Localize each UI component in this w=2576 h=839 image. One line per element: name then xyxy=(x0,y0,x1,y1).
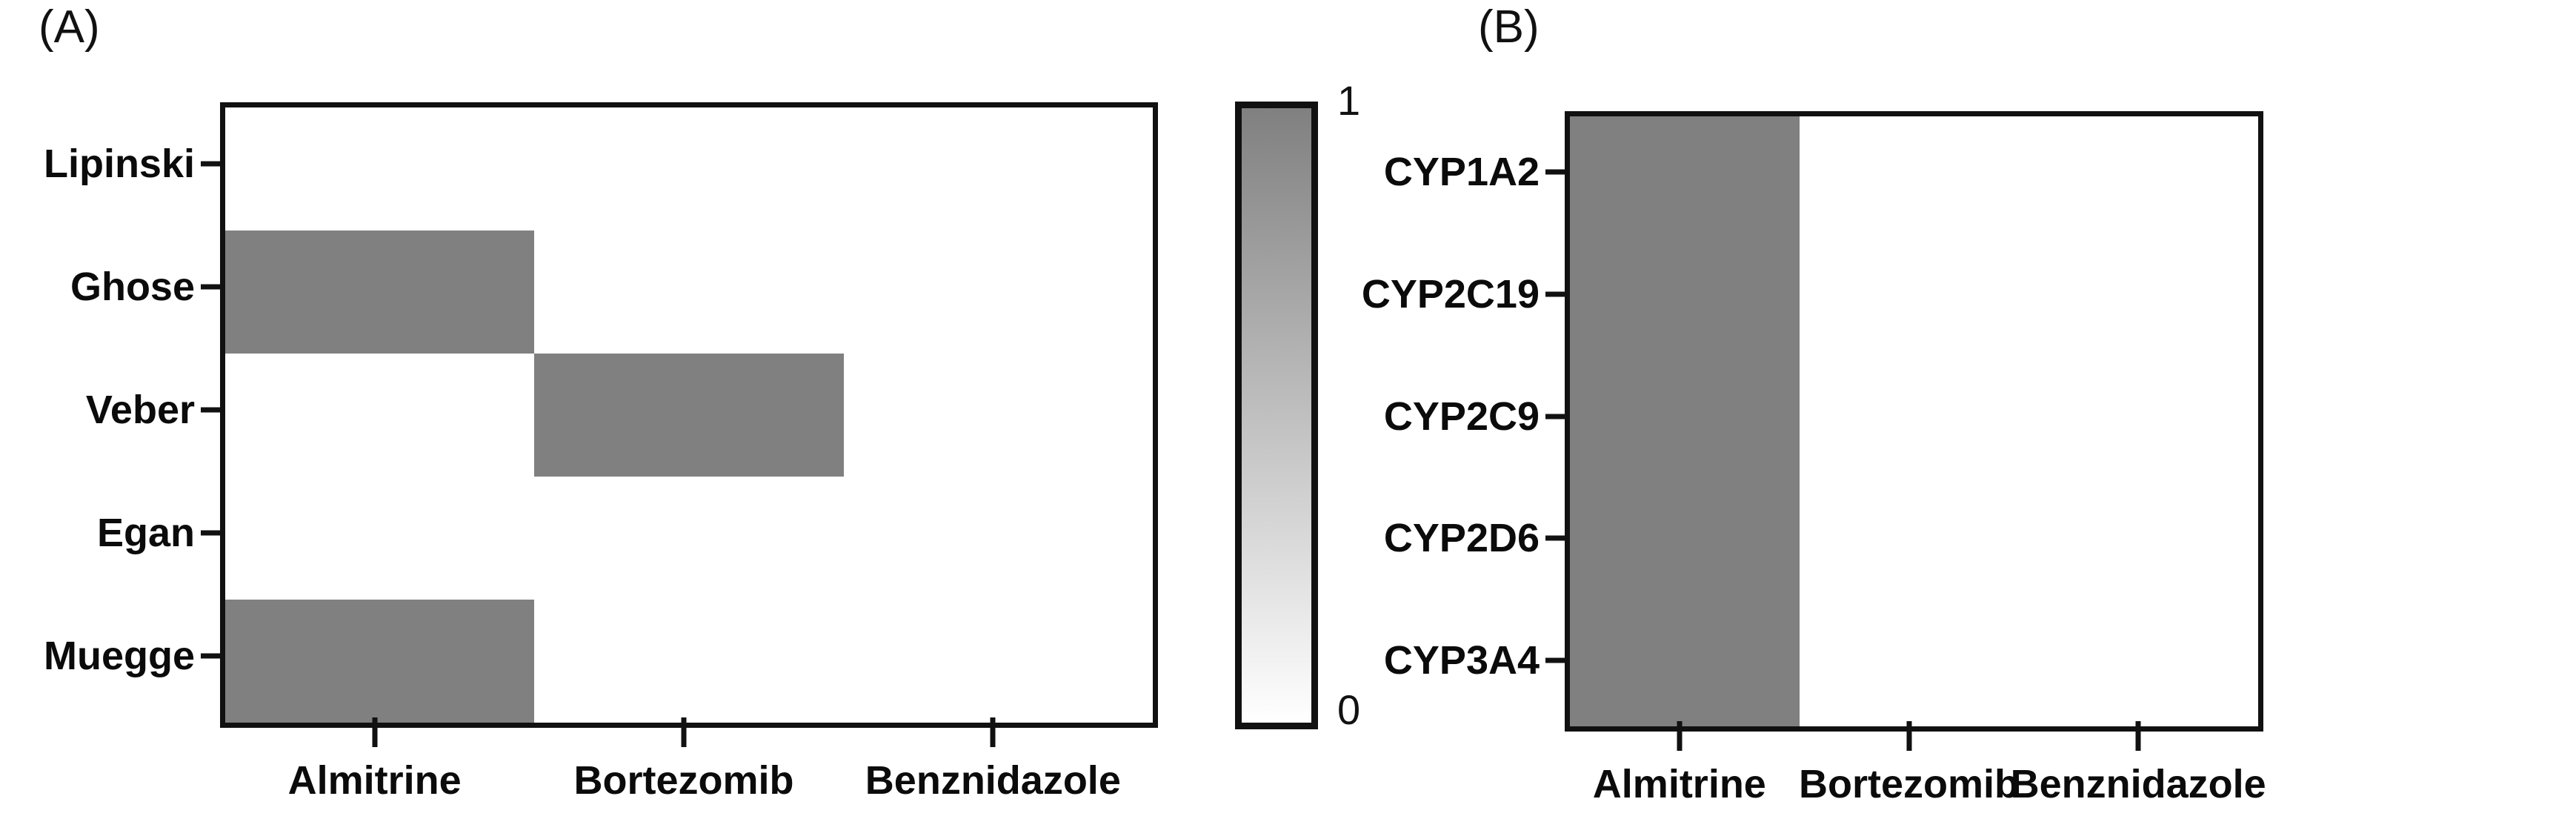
heatmap-cell xyxy=(2028,360,2258,483)
heatmap-cell xyxy=(1799,360,2029,483)
y-tick-label: CYP1A2 xyxy=(1383,150,1540,195)
y-tick-mark xyxy=(201,653,220,659)
heatmap-cell xyxy=(534,600,845,723)
x-tick-label: Almitrine xyxy=(1592,762,1766,806)
x-tick-label: Bortezomib xyxy=(573,758,794,803)
heatmap-cell xyxy=(534,354,845,477)
panel-label-b: (B) xyxy=(1478,1,1540,53)
y-tick-mark xyxy=(1545,291,1565,297)
heatmap-cell xyxy=(225,231,535,354)
y-tick-label: Muegge xyxy=(43,634,195,678)
heatmap-cell xyxy=(843,107,1153,231)
heatmap-cell xyxy=(534,107,845,231)
y-tick-mark xyxy=(201,530,220,536)
heatmap-cell xyxy=(1570,116,1800,239)
heatmap-cell xyxy=(1570,360,1800,483)
heatmap-cell xyxy=(843,600,1153,723)
heatmap-cell xyxy=(1799,482,2029,605)
y-tick-label: Veber xyxy=(85,388,195,432)
heatmap-cell xyxy=(225,600,535,723)
x-tick-label: Bortezomib xyxy=(1799,762,2019,806)
colorbar-max-label: 1 xyxy=(1337,77,1361,124)
y-tick-mark xyxy=(201,284,220,290)
y-tick-mark xyxy=(1545,169,1565,175)
heatmap-cell xyxy=(2028,604,2258,726)
y-tick-mark xyxy=(1545,414,1565,419)
x-tick-mark xyxy=(372,717,378,747)
heatmap-cell xyxy=(843,477,1153,600)
x-tick-mark xyxy=(1906,721,1911,751)
y-tick-label: CYP2D6 xyxy=(1383,516,1540,561)
heatmap-cell xyxy=(1799,116,2029,239)
heatmap-panel-a-cells xyxy=(225,107,1153,723)
heatmap-cell xyxy=(534,231,845,354)
x-tick-label: Benznidazole xyxy=(2010,762,2266,806)
panel-label-a: (A) xyxy=(39,1,100,53)
heatmap-cell xyxy=(1799,238,2029,361)
heatmap-cell xyxy=(2028,238,2258,361)
x-tick-mark xyxy=(2135,721,2141,751)
x-tick-mark xyxy=(990,717,996,747)
y-tick-label: Lipinski xyxy=(43,142,195,186)
x-tick-label: Almitrine xyxy=(287,758,462,803)
heatmap-panel-b-plot-area xyxy=(1565,111,2263,732)
y-tick-mark xyxy=(1545,657,1565,663)
y-tick-label: CYP2C19 xyxy=(1361,271,1540,316)
heatmap-cell xyxy=(843,354,1153,477)
heatmap-panel-b-cells xyxy=(1570,116,2258,726)
y-tick-label: CYP3A4 xyxy=(1383,637,1540,683)
x-tick-mark xyxy=(681,717,687,747)
heatmap-cell xyxy=(1570,238,1800,361)
heatmap-cell xyxy=(225,477,535,600)
y-tick-label: Ghose xyxy=(70,265,195,309)
heatmap-cell xyxy=(534,477,845,600)
heatmap-cell xyxy=(1570,604,1800,726)
colorbar xyxy=(1235,102,1318,729)
heatmap-cell xyxy=(225,354,535,477)
x-tick-mark xyxy=(1677,721,1683,751)
y-tick-label: CYP2C9 xyxy=(1383,394,1540,439)
heatmap-cell xyxy=(843,231,1153,354)
heatmap-cell xyxy=(1799,604,2029,726)
heatmap-cell xyxy=(1570,482,1800,605)
y-tick-mark xyxy=(201,407,220,413)
x-tick-label: Benznidazole xyxy=(865,758,1121,803)
heatmap-cell xyxy=(225,107,535,231)
heatmap-cell xyxy=(2028,482,2258,605)
y-tick-mark xyxy=(201,161,220,167)
heatmap-panel-a-plot-area xyxy=(220,102,1158,728)
y-tick-label: Egan xyxy=(96,511,195,555)
colorbar-gradient xyxy=(1242,108,1311,723)
y-tick-mark xyxy=(1545,535,1565,541)
colorbar-min-label: 0 xyxy=(1337,686,1361,733)
heatmap-cell xyxy=(2028,116,2258,239)
